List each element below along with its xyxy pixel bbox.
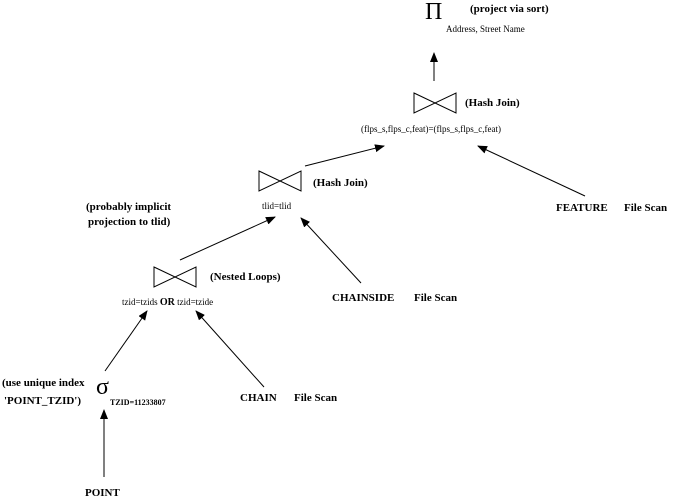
chain-scan: File Scan [294, 392, 338, 404]
chainside-scan: File Scan [414, 292, 458, 304]
project-note: (project via sort) [470, 3, 549, 15]
select-condition: TZID=11233807 [110, 398, 166, 407]
select-symbol: σ [96, 374, 109, 400]
feature-table: FEATURE [556, 202, 608, 214]
hash-join-mid-bowtie-icon [258, 170, 302, 192]
hash-join-top-bowtie-icon [413, 92, 457, 114]
nested-loops-label: (Nested Loops) [210, 271, 281, 283]
project-symbol: Π [425, 0, 443, 25]
hash-join-top-label: (Hash Join) [465, 97, 520, 109]
nested-loops-condition-op: OR [159, 297, 175, 308]
chainside-table: CHAINSIDE [332, 292, 395, 304]
feature-scan: File Scan [624, 202, 668, 214]
edge-select-to-nestedloops [104, 310, 148, 372]
point-table: POINT [85, 487, 120, 499]
nested-loops-condition-left: tzid=tzids [122, 297, 158, 307]
chain-table: CHAIN [240, 392, 277, 404]
nested-loops-bowtie-icon [153, 266, 197, 288]
hash-join-mid-note-line2: projection to tlid) [88, 216, 171, 228]
edge-chainside-to-hashjoin-mid [300, 217, 362, 284]
hash-join-mid-label: (Hash Join) [313, 177, 368, 189]
edge-hashjoin-mid-to-hashjoin-top [304, 144, 385, 167]
project-attributes: Address, Street Name [446, 24, 525, 34]
nested-loops-condition-right: tzid=tzide [177, 297, 214, 307]
edge-feature-to-hashjoin-top [477, 145, 586, 197]
hash-join-top-condition: (flps_s,flps_c,feat)=(flps_s,flps_c,feat… [361, 124, 502, 134]
hash-join-mid-condition: tlid=tlid [262, 201, 292, 211]
nested-loops-condition: tzid=tzids OR tzid=tzide [122, 297, 213, 308]
select-note-line2: 'POINT_TZID') [4, 395, 82, 407]
edge-nestedloops-to-hashjoin-mid [179, 216, 276, 261]
hash-join-mid-note-line1: (probably implicit [86, 201, 172, 213]
select-note-line1: (use unique index [2, 377, 85, 389]
edge-chain-to-nestedloops [195, 310, 265, 388]
